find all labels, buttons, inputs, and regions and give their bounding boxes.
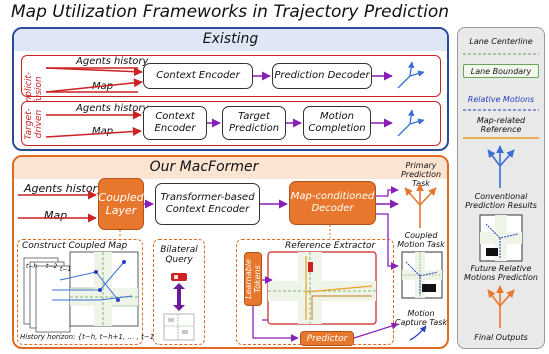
capture-task-label: Motion Capture Task (393, 309, 449, 327)
row2-motion-completion-line-2: Completion (308, 123, 366, 134)
legend-conventional-prediction: Conventional Prediction Results (461, 192, 541, 210)
capture-task-line-1: Motion (407, 309, 435, 318)
row2-map-label: Map (92, 126, 114, 137)
existing-title: Existing (202, 31, 259, 47)
figure-title: Map Utilization Frameworks in Trajectory… (10, 2, 449, 22)
frame-label-t-2: t−2 (46, 263, 57, 270)
transformer-context-encoder: Transformer-based Context Encoder (155, 183, 260, 225)
row2-motion-completion-line-1: Motion (320, 111, 354, 122)
row2-context-encoder-line-2: Encoder (154, 123, 196, 134)
legend-conventional-line-2: Prediction Results (465, 201, 537, 210)
legend-panel (457, 27, 545, 349)
row2-motion-completion: Motion Completion (303, 106, 371, 140)
capture-task-line-2: Capture Task (394, 318, 448, 327)
row1-output-trajectory-icon (397, 61, 425, 89)
coupled-motion-thumbnail (401, 251, 443, 299)
row1-context-encoder: Context Encoder (143, 63, 253, 89)
mac-agents-history-label: Agents history (24, 182, 104, 195)
learnable-tokens-block: Learnable Tokens (244, 252, 262, 306)
coupled-layer-line-2: Layer (105, 204, 137, 217)
row2-agents-history-label: Agents history (76, 103, 149, 114)
coupled-task-line-2: Motion Task (397, 240, 445, 249)
frame-label-t-h: t−h (26, 263, 37, 270)
legend-future-line-2: Motions Prediction (464, 273, 538, 282)
coupled-layer-line-1: Coupled (98, 191, 144, 204)
row1-prediction-decoder: Prediction Decoder (272, 63, 372, 89)
lane-boundary-swatch (463, 64, 539, 78)
coupled-task-label: Coupled Motion Task (393, 231, 449, 249)
frame-label-t-1: t−1 (60, 266, 71, 273)
row2-output-trajectory-icon (397, 109, 425, 137)
row2-target-prediction-line-1: Target (238, 111, 270, 122)
decoder-line-1: Map-conditioned (290, 191, 375, 202)
macformer-title: Our MacFormer (149, 159, 259, 175)
coupled-layer-block: Coupled Layer (98, 178, 144, 230)
row2-arrows (45, 110, 393, 138)
row2-context-encoder-line-1: Context (155, 111, 195, 122)
legend-lane-centerline: Lane Centerline (469, 37, 533, 46)
bilateral-query-line-2: Query (165, 255, 193, 265)
legend-final-outputs: Final Outputs (474, 333, 528, 342)
history-horizon-label: History horizon: {t−h, t−h+1, … , t−1} (20, 333, 159, 341)
coupled-map-frames: t−h t−2 t−1 (23, 251, 139, 333)
primary-output-icon (404, 183, 437, 228)
bilateral-query-label: Bilateral Query (153, 245, 205, 265)
reference-extractor-title: Reference Extractor (285, 241, 376, 251)
transformer-line-2: Context Encoder (165, 204, 250, 215)
bilateral-query-graphics (163, 273, 195, 341)
legend-reference-line-1: Map-related (476, 116, 526, 125)
predictor-block: Predictor (300, 331, 354, 346)
reference-extractor-map (262, 251, 377, 325)
macformer-panel-header (14, 157, 447, 179)
legend-conventional-line-1: Conventional (474, 192, 528, 201)
legend-future-line-1: Future Relative (470, 264, 532, 273)
primary-task-line-1: Primary (405, 161, 437, 170)
legend-reference-line-2: Reference (480, 125, 522, 134)
legend-map-related-reference: Map-related Reference (461, 116, 541, 134)
motion-capture-icon (409, 325, 427, 341)
row2-target-prediction-line-2: Prediction (228, 123, 280, 134)
row1-agents-history-label: Agents history (76, 56, 149, 67)
row2-context-encoder: Context Encoder (143, 106, 207, 140)
coupled-task-line-1: Coupled (404, 231, 438, 240)
row2-target-prediction: Target Prediction (222, 106, 286, 140)
row1-arrows (45, 67, 393, 93)
existing-panel-header (14, 29, 447, 51)
legend-graphics (463, 53, 539, 328)
decoder-line-2: Decoder (311, 203, 354, 214)
legend-relative-motions: Relative Motions (467, 95, 535, 104)
transformer-line-1: Transformer-based (160, 192, 255, 203)
bilateral-query-line-1: Bilateral (160, 245, 198, 255)
legend-lane-boundary: Lane Boundary (470, 67, 532, 76)
map-conditioned-decoder: Map-conditioned Decoder (289, 181, 376, 225)
legend-future-relative-motions: Future Relative Motions Prediction (461, 264, 541, 282)
construct-coupled-map-title: Construct Coupled Map (22, 241, 128, 251)
